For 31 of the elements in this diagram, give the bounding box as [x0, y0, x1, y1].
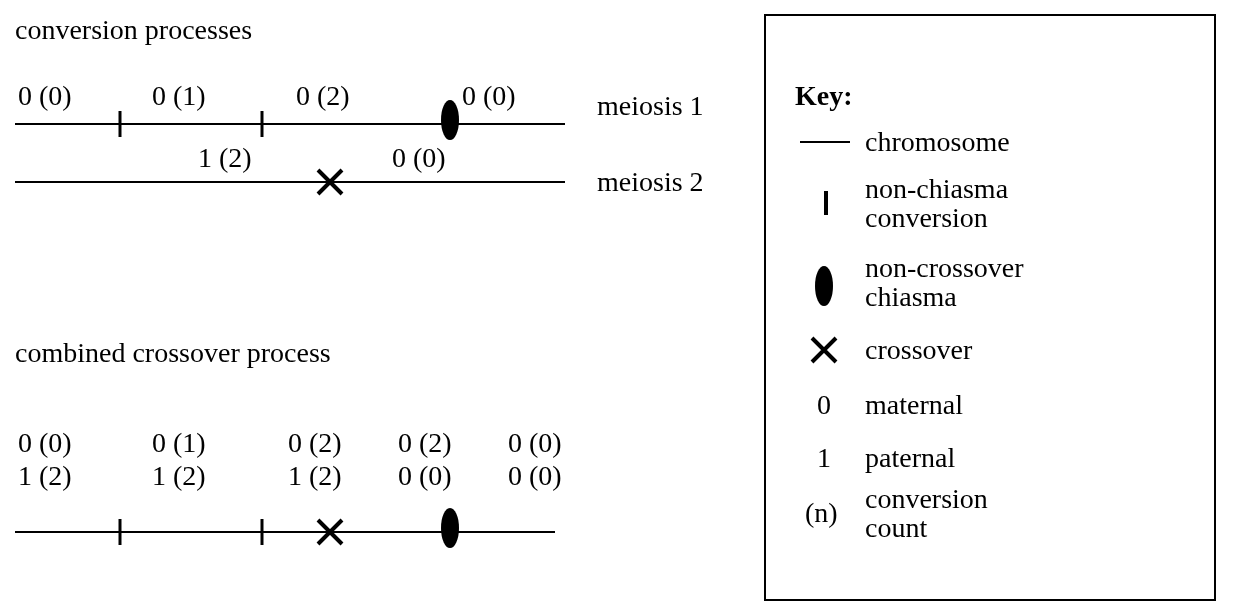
key-heading: Key: — [795, 81, 853, 111]
segment-label: 1 (2) — [198, 143, 252, 173]
segment-label: 0 (1) — [152, 428, 206, 458]
legend-text: conversion count — [865, 483, 989, 543]
row-label: meiosis 1 — [597, 91, 704, 121]
segment-label: 0 (0) — [508, 461, 562, 491]
legend-text: paternal — [865, 443, 957, 473]
row-label: meiosis 2 — [597, 167, 704, 197]
legend-text: chromosome — [865, 127, 1011, 157]
segment-label: 0 (2) — [288, 428, 342, 458]
legend-text: non-chiasma conversion — [865, 173, 1010, 233]
segment-label: 0 (2) — [398, 428, 452, 458]
section-heading: conversion processes — [15, 15, 253, 45]
section-heading: combined crossover process — [15, 338, 331, 368]
segment-label: 0 (0) — [18, 81, 72, 111]
segment-label: 0 (0) — [462, 81, 516, 111]
segment-label: 0 (1) — [152, 81, 206, 111]
segment-label: 0 (2) — [296, 81, 350, 111]
legend-text: crossover — [865, 335, 974, 365]
segment-label: 1 (2) — [288, 461, 342, 491]
key-symbol: 0 — [817, 390, 831, 420]
legend-text: maternal — [865, 390, 964, 420]
segment-label: 1 (2) — [152, 461, 206, 491]
key-symbol: (n) — [805, 498, 838, 528]
legend-text: non-crossover chiasma — [865, 252, 1025, 312]
segment-label: 0 (0) — [398, 461, 452, 491]
segment-label: 1 (2) — [18, 461, 72, 491]
segment-label: 0 (0) — [18, 428, 72, 458]
segment-label: 0 (0) — [392, 143, 446, 173]
key-symbol: 1 — [817, 443, 831, 473]
segment-label: 0 (0) — [508, 428, 562, 458]
